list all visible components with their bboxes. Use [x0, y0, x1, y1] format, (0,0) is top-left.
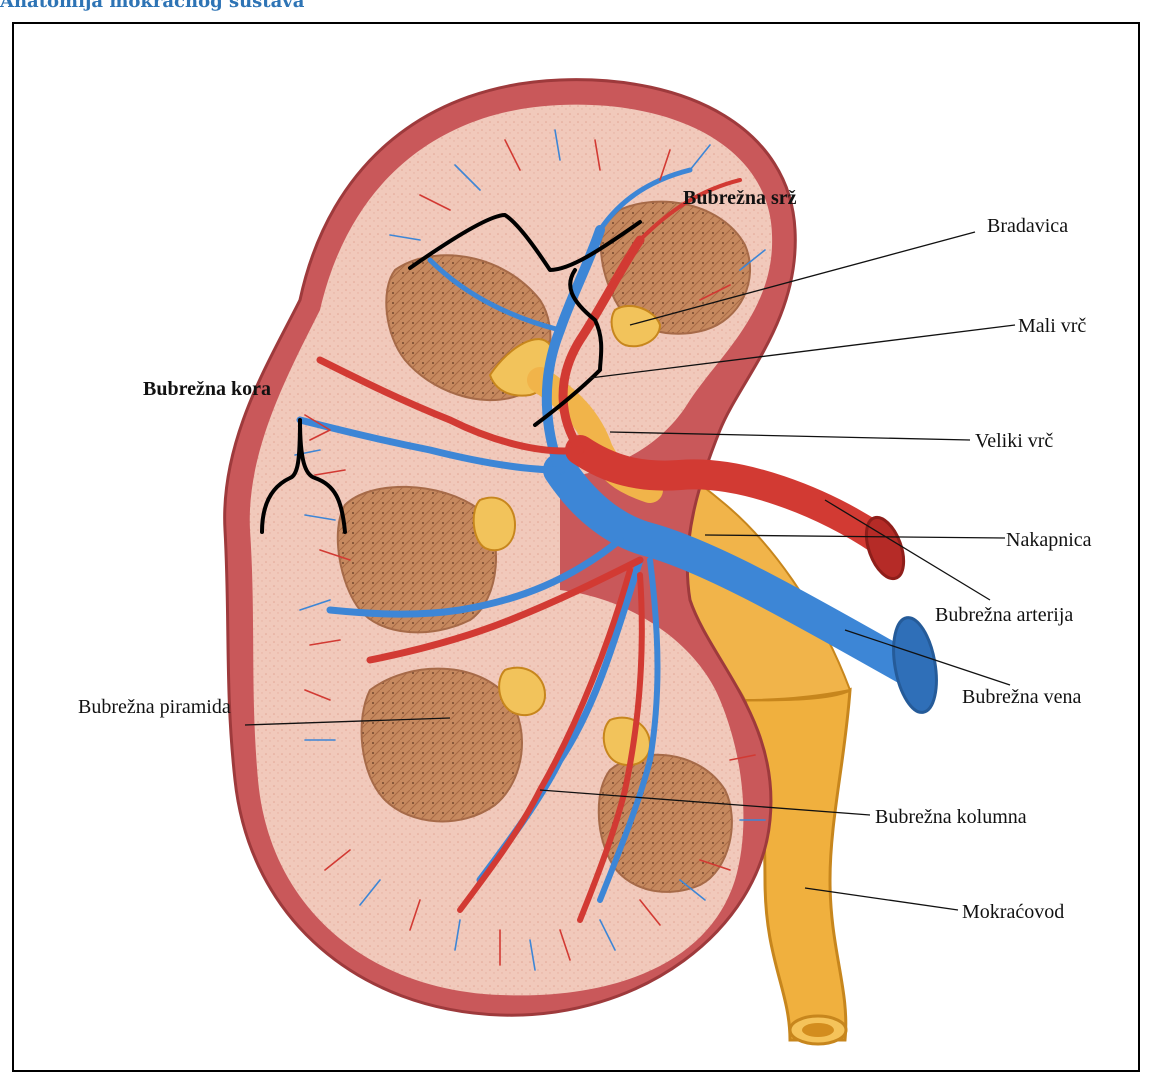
- label-renal-column: Bubrežna kolumna: [875, 806, 1027, 828]
- label-renal-papilla: Bradavica: [987, 215, 1068, 237]
- label-renal-pelvis: Nakapnica: [1006, 529, 1092, 551]
- label-renal-pyramid: Bubrežna piramida: [78, 696, 231, 718]
- vein-opening: [887, 614, 943, 715]
- label-renal-artery: Bubrežna arterija: [935, 604, 1073, 626]
- label-ureter: Mokraćovod: [962, 901, 1064, 923]
- label-renal-cortex: Bubrežna kora: [143, 378, 271, 400]
- label-renal-vein: Bubrežna vena: [962, 686, 1082, 708]
- label-major-calyx: Veliki vrč: [975, 430, 1053, 452]
- label-minor-calyx: Mali vrč: [1018, 315, 1086, 337]
- label-renal-medulla: Bubrežna srž: [683, 187, 797, 209]
